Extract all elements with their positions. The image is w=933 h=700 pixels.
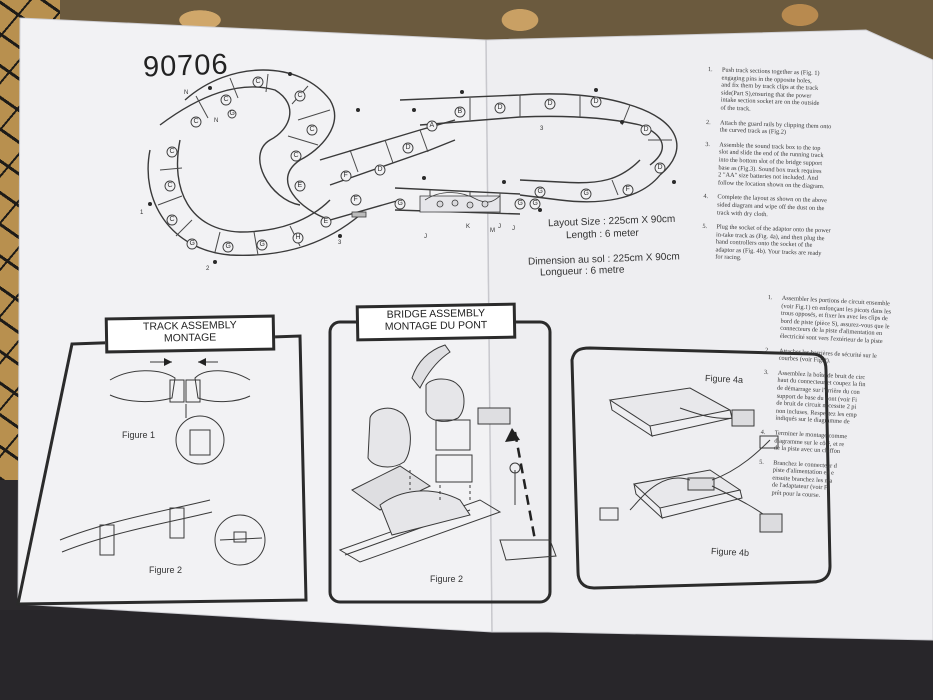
track-marker-letter: 2 [206,266,210,272]
track-piece-letter: C [255,77,261,85]
track-piece-letter: C [293,151,299,159]
track-piece-letter: D [497,103,503,111]
track-marker-letter: K [466,224,471,230]
instruction-step: 2. Attach the guard rails by clipping th… [705,118,832,136]
track-marker-letter: J [498,224,501,230]
track-piece-letter: G [189,239,195,247]
instruction-step: 1. Assembler les portions de circuit ens… [767,294,892,346]
track-piece-letter: C [309,125,315,133]
track-piece-letter: G [537,187,543,195]
instruction-step: 3. Assemble the sound track box to the t… [705,140,825,190]
figure-4a-label: Figure 4a [704,373,744,385]
bridge-title-fr: MONTAGE DU PONT [384,318,488,333]
track-piece-letter: C [167,181,173,189]
track-title-fr: MONTAGE [163,331,217,344]
bridge-exploded-drawing [338,344,557,563]
track-piece-letter: D [593,97,599,105]
track-piece-letter: A [429,121,435,129]
fig1-arrows [164,358,206,366]
track-marker-letter: N [214,118,219,124]
track-piece-letter: E [323,217,329,225]
track-ties [157,73,672,256]
track-piece-letter: C [193,117,199,125]
track-piece-letter: G [259,240,265,248]
bridge-drawing [351,192,501,218]
track-piece-letter: D [657,163,663,171]
track-marker-letter: 3 [540,126,544,132]
track-piece-letter: G [532,199,538,207]
bridge-arrow [513,431,537,541]
track-piece-letter: D [547,99,553,107]
track-marker-letter: N [184,90,189,96]
model-number: 90706 [142,48,230,84]
fig4-drawing [599,387,783,533]
track-piece-letter: C [169,215,175,223]
track-piece-letter: G [229,109,235,117]
track-marker-letter: 3 [338,240,342,246]
track-piece-letter: D [405,143,411,151]
figure-1-label: Figure 1 [122,430,156,440]
track-dots [148,72,676,264]
track-piece-markers [164,76,666,253]
track-piece-letter: F [625,185,630,193]
adaptor-panel [570,346,832,590]
track-assembly-title: TRACK ASSEMBLY MONTAGE [104,314,276,354]
figure-4b-label: Figure 4b [710,546,750,558]
figure-2-track-label: Figure 2 [149,565,183,575]
track-piece-letter: F [343,171,348,179]
fig1-drawing [109,361,251,465]
track-piece-letter: E [297,181,303,189]
fig2-rail-drawing [59,499,266,566]
track-piece-letter: D [643,125,649,133]
track-piece-letter: H [295,233,301,241]
bridge-arrow-head [505,428,520,442]
instruction-step: 4. Complete the layout as shown on the a… [703,193,828,218]
bridge-assembly-title: BRIDGE ASSEMBLY MONTAGE DU PONT [355,302,517,342]
track-piece-letter: F [353,195,358,203]
instruction-step: 1. Push track sections together as (Fig.… [707,66,820,113]
track-piece-letter: G [397,199,403,207]
track-marker-letter: M [490,228,495,234]
instructions-english: 1. Push track sections together as (Fig.… [701,66,908,275]
track-piece-letter: C [169,147,175,155]
track-piece-letter: B [457,107,463,115]
figure-2-bridge-label: Figure 2 [430,574,464,584]
track-marker-letter: J [424,234,427,240]
track-piece-letter: G [517,199,523,207]
track-piece-letter: G [583,189,589,197]
instructions-french: 1. Assembler les portions de circuit ens… [757,294,933,514]
instruction-step: 5. Plug the socket of the adaptor onto t… [702,222,831,262]
track-piece-letter: C [223,95,229,103]
track-marker-letter: J [512,226,515,232]
track-marker-letter: 1 [140,210,144,216]
track-piece-letter: G [225,242,231,250]
track-piece-letter: D [377,165,383,173]
track-piece-letter: C [297,91,303,99]
instruction-step: 2. Attacher les barrières de sécurité su… [764,346,878,365]
